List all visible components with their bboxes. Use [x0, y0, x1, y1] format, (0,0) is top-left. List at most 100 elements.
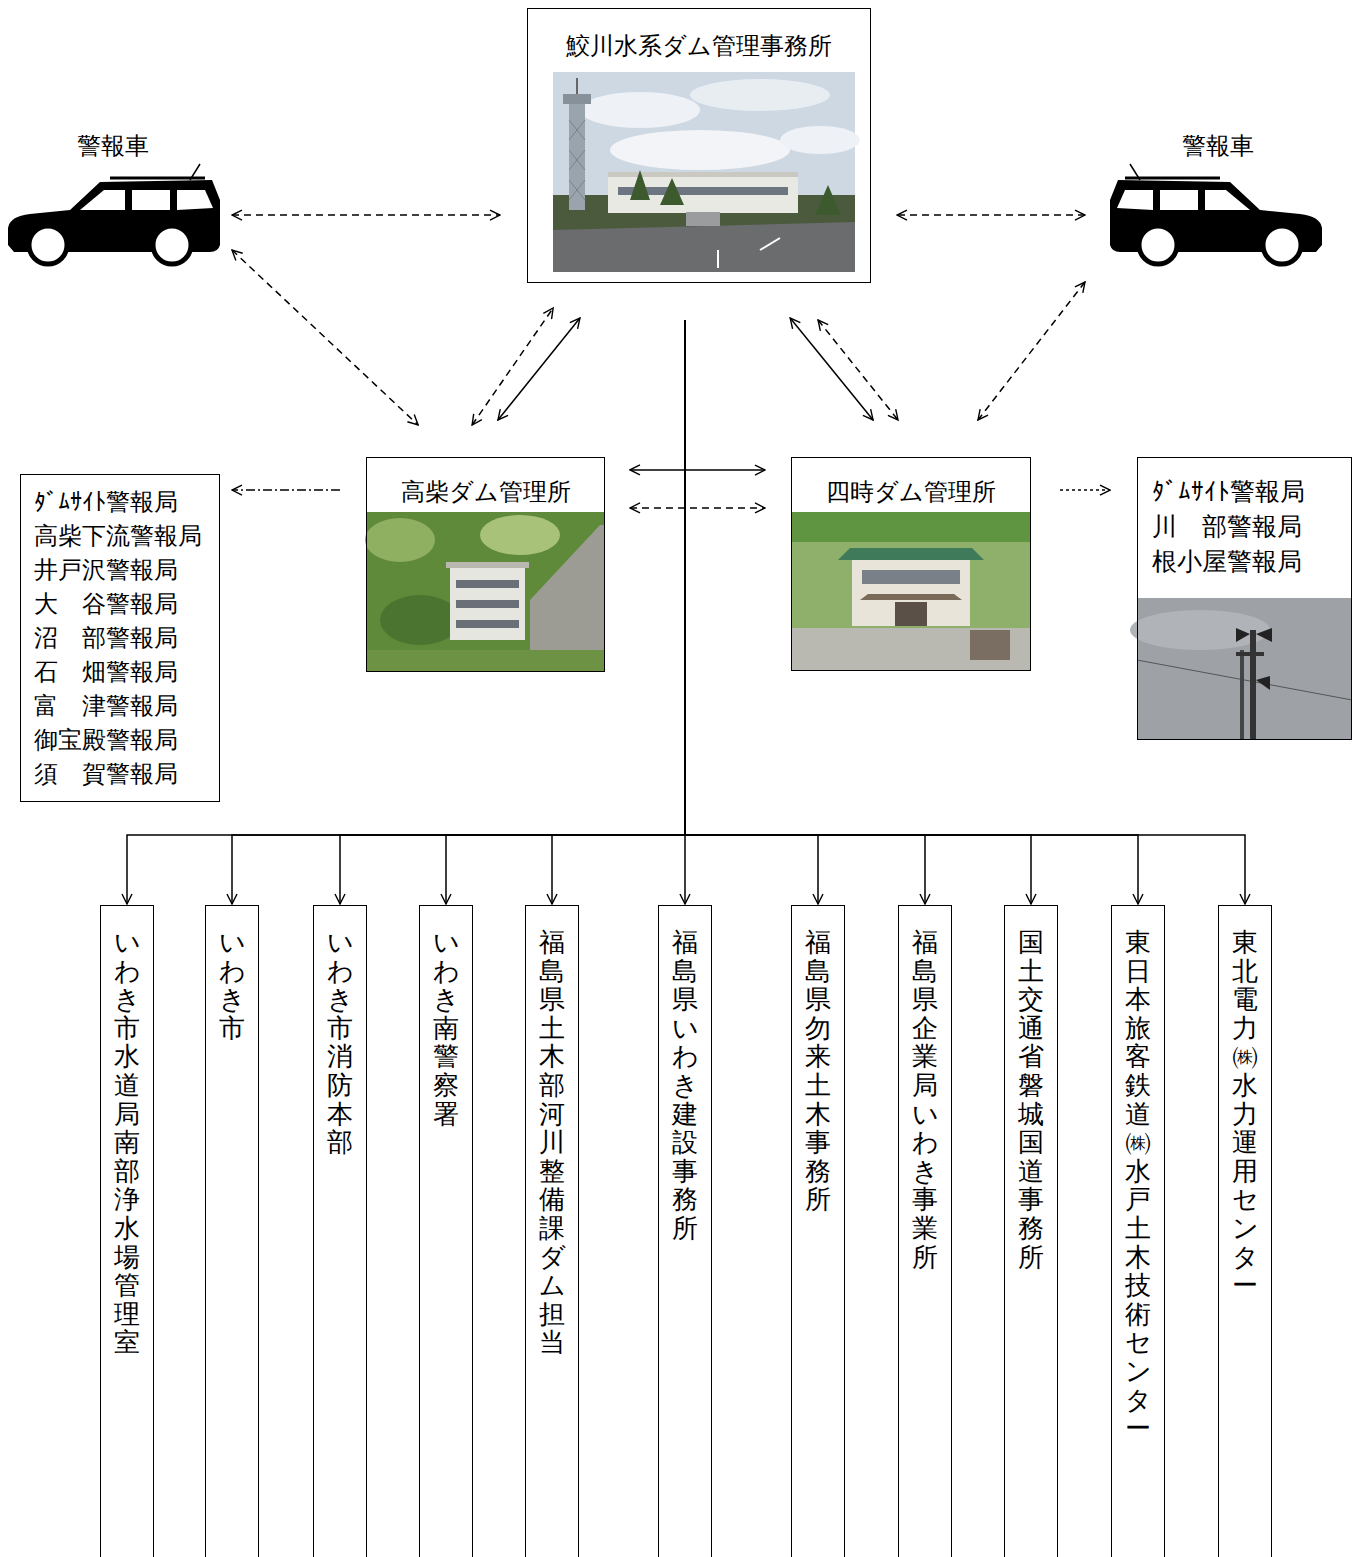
yotoki-photo-part: [860, 594, 962, 600]
agency-name: 福島県企業局いわき事業所: [912, 928, 938, 1271]
connector-arrow: [232, 320, 685, 904]
takashiba-photo-part: [366, 650, 605, 672]
office-box: 鮫川水系ダム管理事務所: [527, 8, 871, 283]
agency-name: いわき南警察署: [433, 928, 459, 1128]
office-photo-part: [717, 250, 719, 268]
office-photo-part: [569, 120, 585, 200]
car-icon-part: [29, 226, 67, 264]
agency-name: いわき市: [219, 928, 245, 1042]
agency-column: いわき市消防本部: [313, 905, 367, 1557]
car-icon-part: [153, 226, 191, 264]
car-icon: [1110, 164, 1322, 264]
agency-name: 福島県勿来土木事務所: [805, 928, 831, 1214]
car-icon: [8, 164, 220, 264]
siren-pole-photo-part: [1236, 628, 1250, 642]
office-photo-part: [608, 172, 798, 177]
station-name: 須 賀警報局: [34, 757, 178, 791]
office-photo-part: [553, 72, 855, 272]
car-icon-part: [80, 190, 125, 210]
connector-arrow: [232, 250, 418, 425]
siren-pole-photo: [1130, 598, 1352, 740]
connector-arrow: [685, 320, 925, 904]
yotoki-photo-part: [862, 570, 960, 584]
yotoki-photo-part: [838, 548, 984, 560]
takashiba-photo-part: [446, 562, 529, 568]
siren-pole-photo-part: [1256, 676, 1270, 690]
agency-name: 福島県土木部河川整備課ダム担当: [539, 928, 565, 1357]
station-name: 御宝殿警報局: [34, 723, 178, 757]
dam-office-box: 高柴ダム管理所: [366, 457, 605, 672]
office-photo-part: [630, 170, 841, 215]
agency-column: 国土交通省磐城国道事務所: [1004, 905, 1058, 1557]
siren-pole-photo-part: [1240, 650, 1244, 740]
office-photo-part: [569, 100, 585, 210]
connector-arrow: [897, 214, 1085, 216]
agency-name: いわき市消防本部: [327, 928, 353, 1157]
yotoki-photo-part: [852, 560, 970, 626]
connector-arrow: [685, 320, 818, 904]
station-name: ﾀﾞﾑｻｲﾄ警報局: [1152, 474, 1305, 509]
agency-column: いわき南警察署: [419, 905, 473, 1557]
agency-column: 福島県勿来土木事務所: [791, 905, 845, 1557]
car-label: 警報車: [1182, 131, 1254, 161]
takashiba-photo-part: [456, 620, 519, 628]
car-icon-part: [190, 164, 200, 180]
office-photo-part: [580, 92, 700, 128]
car-icon-part: [1139, 226, 1177, 264]
siren-pole-photo-part: [1137, 660, 1352, 700]
takashiba-photo-part: [456, 600, 519, 608]
agency-column: 福島県土木部河川整備課ダム担当: [525, 905, 579, 1557]
siren-pole-photo-part: [1236, 652, 1264, 656]
yotoki-photo-part: [791, 628, 1031, 671]
agency-column: 東北電力㈱水力運用センター: [1218, 905, 1272, 1557]
office-photo-part: [690, 79, 830, 111]
takashiba-photo-part: [450, 566, 525, 640]
connector-arrow: [446, 320, 685, 904]
agency-name: 東日本旅客鉄道㈱水戸土木技術センター: [1125, 928, 1151, 1443]
connector-arrow: [552, 320, 685, 904]
agency-name: 福島県いわき建設事務所: [672, 928, 698, 1243]
connector-arrow: [1060, 489, 1110, 491]
office-photo: [553, 72, 860, 272]
siren-pole-photo-part: [1250, 630, 1256, 740]
takashiba-photo-part: [366, 512, 605, 672]
siren-pole-photo-part: [1256, 628, 1272, 642]
takashiba-photo: [365, 512, 605, 672]
agency-column: いわき市: [205, 905, 259, 1557]
office-photo-part: [610, 130, 790, 170]
car-label: 警報車: [77, 131, 149, 161]
connector-arrow: [978, 282, 1085, 420]
yotoki-photo-part: [791, 512, 1031, 542]
agency-name: いわき市水道局南部浄水場管理室: [114, 928, 140, 1357]
station-list-box: ﾀﾞﾑｻｲﾄ警報局川 部警報局根小屋警報局: [1137, 457, 1352, 740]
takashiba-photo-part: [380, 595, 460, 645]
car-icon-part: [1117, 190, 1153, 210]
connector-arrow: [232, 489, 340, 491]
office-photo-part: [576, 78, 578, 94]
car-icon-part: [1130, 164, 1140, 180]
connector-arrow: [818, 320, 898, 420]
connector-arrow: [685, 320, 1031, 904]
takashiba-photo-part: [365, 518, 435, 562]
node-title: 四時ダム管理所: [826, 476, 996, 508]
connector-arrow: [685, 320, 1245, 904]
takashiba-photo-part: [456, 580, 519, 588]
yotoki-photo: [791, 512, 1031, 671]
connector-arrow: [790, 318, 873, 420]
connector-arrow: [498, 318, 580, 420]
station-name: 根小屋警報局: [1152, 544, 1302, 579]
connector-arrow: [630, 507, 765, 509]
station-name: 石 畑警報局: [34, 655, 178, 689]
office-photo-part: [780, 126, 860, 154]
takashiba-photo-part: [530, 525, 605, 672]
agency-name: 国土交通省磐城国道事務所: [1018, 928, 1044, 1271]
station-name: 高柴下流警報局: [34, 519, 202, 553]
car-icon-part: [132, 190, 170, 210]
dam-office-box: 四時ダム管理所: [791, 457, 1031, 671]
office-photo-part: [686, 212, 720, 226]
agency-name: 東北電力㈱水力運用センター: [1232, 928, 1258, 1300]
connector-arrow: [685, 320, 1138, 904]
node-title: 高柴ダム管理所: [401, 476, 571, 508]
station-name: 井戸沢警報局: [34, 553, 178, 587]
siren-pole-photo-part: [1130, 610, 1270, 650]
